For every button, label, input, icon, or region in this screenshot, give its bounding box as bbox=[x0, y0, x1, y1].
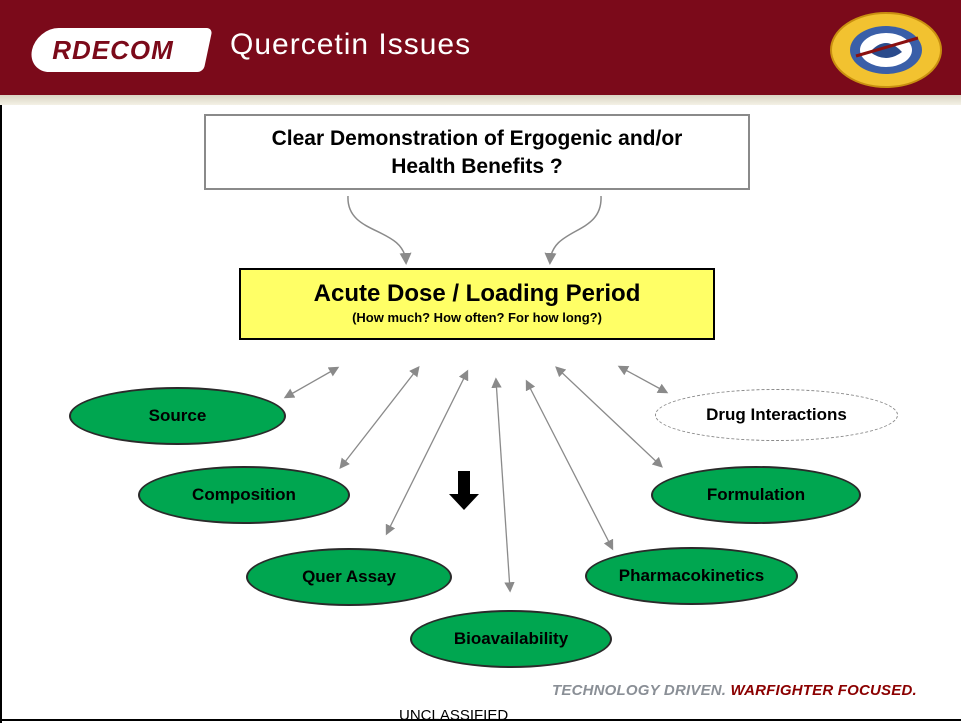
question-line-2: Health Benefits ? bbox=[391, 155, 563, 178]
factor-pharmacokinetics: Pharmacokinetics bbox=[585, 547, 798, 605]
arrow-formulation bbox=[555, 366, 663, 468]
footer-tagline: TECHNOLOGY DRIVEN. WARFIGHTER FOCUSED. bbox=[552, 682, 917, 699]
factor-formulation-label: Formulation bbox=[706, 485, 806, 504]
slide-title: Quercetin Issues bbox=[230, 28, 472, 61]
factor-quer-assay: Quer Assay bbox=[246, 548, 452, 606]
classification-label: UNCLASSIFIED bbox=[399, 707, 509, 724]
factor-bioavailability: Bioavailability bbox=[410, 610, 612, 668]
dose-subtitle: (How much? How often? For how long?) bbox=[352, 310, 602, 325]
arrow-quer-assay bbox=[385, 369, 469, 536]
curved-arrow-right bbox=[544, 195, 602, 265]
natick-seal-icon bbox=[830, 12, 942, 88]
arrow-bioavailability bbox=[491, 377, 515, 593]
down-arrow-icon bbox=[449, 471, 479, 510]
factor-bioavailability-label: Bioavailability bbox=[453, 629, 569, 648]
arrow-source bbox=[283, 366, 340, 399]
slide-frame-left bbox=[0, 105, 2, 723]
factor-composition: Composition bbox=[138, 466, 350, 524]
factor-drug-interactions: Drug Interactions bbox=[655, 389, 898, 441]
slide-frame-bottom bbox=[0, 719, 961, 721]
factor-composition-label: Composition bbox=[192, 485, 296, 504]
dose-title: Acute Dose / Loading Period bbox=[313, 280, 641, 307]
arrow-composition bbox=[339, 365, 420, 470]
question-line-1: Clear Demonstration of Ergogenic and/or bbox=[271, 127, 683, 150]
factor-pharmacokinetics-label: Pharmacokinetics bbox=[618, 566, 765, 585]
question-box: Clear Demonstration of Ergogenic and/or … bbox=[204, 114, 750, 190]
rdecom-logo: RDECOM bbox=[52, 35, 174, 65]
factor-source: Source bbox=[69, 387, 286, 445]
arrow-drug-interactions bbox=[617, 365, 669, 394]
header-divider bbox=[0, 95, 961, 105]
tagline-warfighter-focused: WARFIGHTER FOCUSED. bbox=[730, 682, 917, 699]
factor-source-label: Source bbox=[148, 406, 207, 425]
curved-arrow-left bbox=[347, 195, 412, 265]
arrow-pharmacokinetics bbox=[525, 379, 614, 551]
dose-box: Acute Dose / Loading Period (How much? H… bbox=[239, 268, 715, 340]
factor-quer-assay-label: Quer Assay bbox=[302, 567, 396, 586]
factor-drug-interactions-label: Drug Interactions bbox=[706, 405, 847, 424]
tagline-technology-driven: TECHNOLOGY DRIVEN. bbox=[552, 682, 731, 699]
factor-formulation: Formulation bbox=[651, 466, 861, 524]
